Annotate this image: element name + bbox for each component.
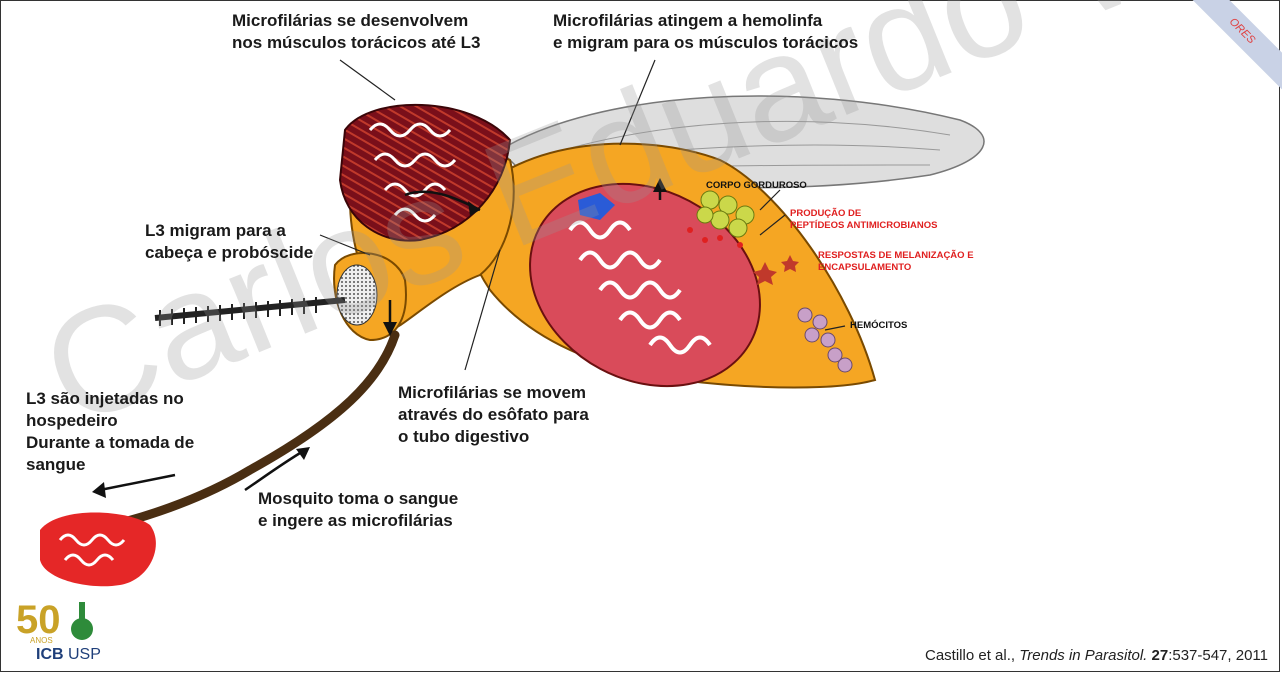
l3-injected-label: L3 são injetadas no hospedeiro Durante a… <box>26 388 194 476</box>
citation-volume: 27 <box>1152 647 1169 664</box>
citation-authors: Castillo et al., <box>925 647 1019 664</box>
hemocytes-label: HEMÓCITOS <box>850 320 907 332</box>
thorax-title: Microfilárias se desenvolvem nos músculo… <box>232 10 480 54</box>
blood-meal-label: Mosquito toma o sangue e ingere as micro… <box>258 488 458 532</box>
logo-usp: USP <box>68 646 101 664</box>
logo-anos: ANOS <box>30 636 53 645</box>
logo-icb: ICB <box>36 646 64 664</box>
corner-tag: ORES <box>1172 0 1282 110</box>
flask-icon <box>68 602 96 642</box>
esophagus-label: Microfilárias se movem através do esôfat… <box>398 382 589 448</box>
amp-label: PRODUÇÃO DE PEPTÍDEOS ANTIMICROBIANOS <box>790 208 937 232</box>
melanization-label: RESPOSTAS DE MELANIZAÇÃO E ENCAPSULAMENT… <box>818 250 974 274</box>
blood-spot <box>40 513 156 587</box>
citation-pages: :537-547, 2011 <box>1168 647 1268 664</box>
hemolymph-title: Microfilárias atingem a hemolinfa e migr… <box>553 10 858 54</box>
citation: Castillo et al., Trends in Parasitol. 27… <box>925 647 1268 664</box>
citation-journal: Trends in Parasitol. <box>1019 647 1147 664</box>
eye <box>337 265 377 325</box>
l3-migrate-label: L3 migram para a cabeça e probóscide <box>145 220 313 264</box>
fat-body-label: CORPO GORDUROSO <box>706 180 807 192</box>
icb-usp-logo: 50 ANOS ICB USP <box>16 598 136 668</box>
corner-tag-text: ORES <box>1176 0 1282 97</box>
